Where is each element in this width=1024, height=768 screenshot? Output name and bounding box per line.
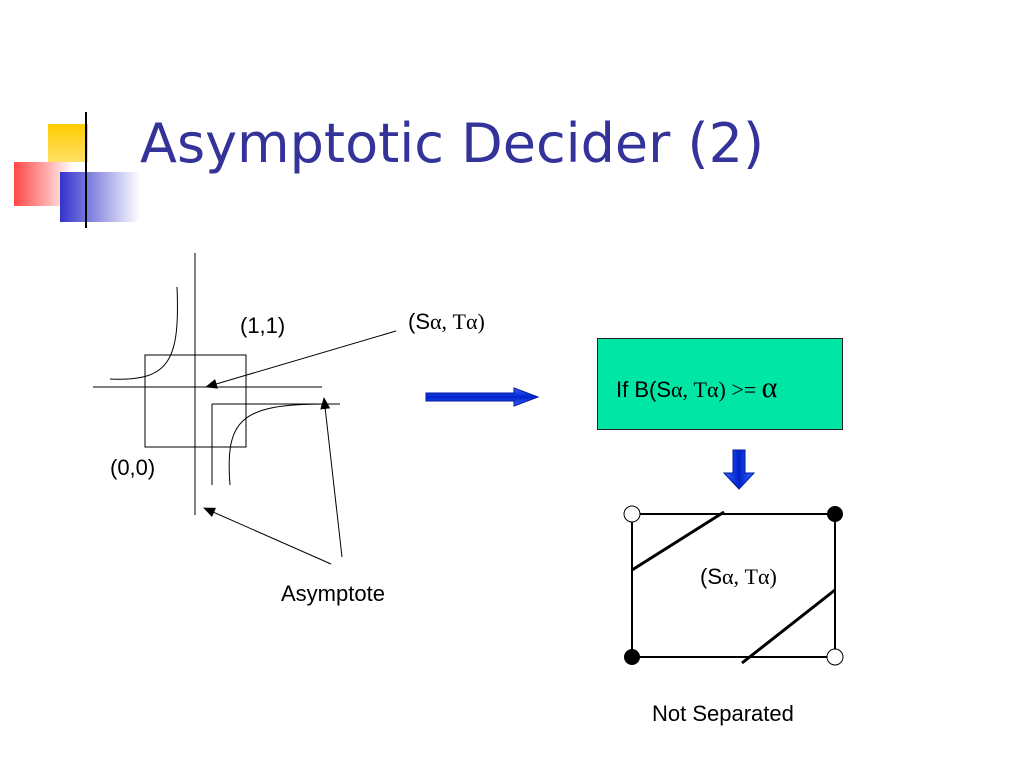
- vertex-filled-bottom-left: [624, 649, 640, 665]
- saddle-open: (S: [408, 309, 430, 334]
- cond-alpha-threshold: α: [761, 371, 778, 404]
- cell-open: (S: [700, 564, 722, 589]
- caption-not-separated: Not Separated: [652, 701, 794, 726]
- right-cell-diagram: [623, 505, 844, 666]
- label-asymptote: Asymptote: [281, 581, 385, 606]
- vertex-filled-top-right: [827, 506, 843, 522]
- logo-decoration: [14, 112, 1020, 228]
- cell-mid: , T: [733, 564, 758, 589]
- cond-alpha-2: α: [707, 377, 719, 402]
- condition-text: If B(Sα, Tα) >= α: [616, 371, 777, 405]
- contour-segment-bottom: [741, 588, 836, 665]
- vertex-open-bottom-right: [826, 648, 844, 666]
- cell-alpha-1: α: [722, 564, 734, 589]
- vertex-open-top-left: [623, 505, 641, 523]
- label-saddle-point: (Sα, Tα): [408, 309, 485, 335]
- cond-close: ) >=: [718, 377, 762, 402]
- hyperbola-upper-left: [109, 286, 178, 380]
- label-point-0-0: (0,0): [110, 455, 156, 480]
- label-point-1-1: (1,1): [240, 313, 286, 338]
- flow-arrow-right: [425, 387, 540, 407]
- saddle-close: ): [477, 309, 485, 334]
- unit-cell-square: [144, 354, 247, 448]
- cond-mid: , T: [682, 377, 707, 402]
- label-cell-saddle: (Sα, Tα): [700, 564, 777, 590]
- saddle-mid: , T: [441, 309, 466, 334]
- hyperbola-lower-right: [228, 403, 326, 486]
- pointer-arrow-asymptote-1: [203, 507, 332, 565]
- saddle-alpha-2: α: [465, 309, 478, 334]
- contour-segment-top: [631, 510, 725, 572]
- cell-alpha-2: α: [757, 564, 770, 589]
- cond-alpha-1: α: [671, 377, 683, 402]
- slide-title: Asymptotic Decider (2): [140, 112, 765, 175]
- cell-square: [631, 513, 836, 658]
- saddle-alpha-1: α: [430, 309, 442, 334]
- left-diagram: [93, 253, 397, 565]
- flow-arrow-down: [722, 449, 756, 490]
- pointer-arrow-asymptote-2: [320, 397, 343, 558]
- condition-box: If B(Sα, Tα) >= α: [597, 338, 843, 430]
- cond-prefix: If B(S: [616, 377, 672, 402]
- pointer-arrow-saddle: [205, 330, 397, 389]
- cell-close: ): [769, 564, 777, 589]
